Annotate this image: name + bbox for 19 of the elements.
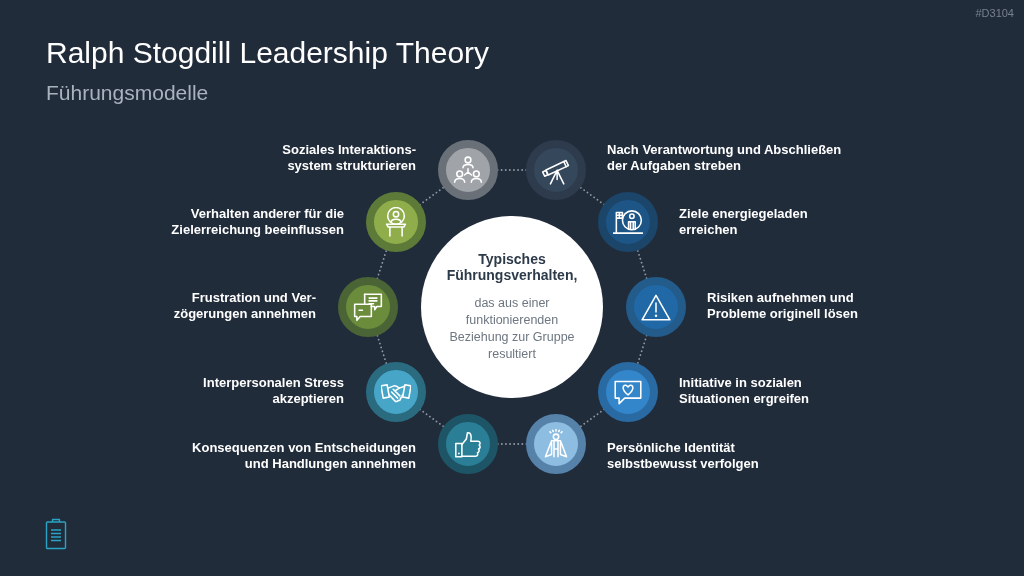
slide-subtitle: Führungsmodelle [46, 81, 209, 105]
behavior-label: Frustration und Ver- zögerungen annehmen [172, 290, 316, 322]
behavior-label: Risiken aufnehmen und Probleme originell lösen [707, 290, 859, 322]
behavior-label: Initiative in sozialen Situationen ergreifen [679, 375, 811, 407]
slide-code: #D3104 [975, 6, 1014, 20]
slide-title: Ralph Stogdill Leadership Theory [46, 35, 490, 71]
behavior-label: Soziales Interaktions- system strukturieren [281, 142, 416, 174]
dotted-connector [376, 334, 388, 364]
behavior-label: Konsequenzen von Entscheidungen und Handlungen annehmen [191, 440, 416, 472]
behavior-label: Persönliche Identität selbstbewusst verfolgen [607, 440, 760, 472]
behavior-label: Interpersonalen Stress akzeptieren [202, 375, 344, 407]
behavior-label: Ziele energiegeladen erreichen [679, 206, 809, 238]
center-text: das aus einer funktionierenden Beziehung zur Gruppe resultiert [448, 295, 576, 363]
behavior-label: Verhalten anderer für die Zielerreichung beeinflussen [170, 206, 344, 238]
dotted-connector [636, 250, 648, 280]
center-heading: Typisches Führungsverhalten, [445, 251, 579, 283]
icon-circle [338, 277, 398, 337]
icon-circle [626, 277, 686, 337]
behavior-label: Nach Verantwortung und Abschließen der Aufgaben streben [607, 142, 843, 174]
